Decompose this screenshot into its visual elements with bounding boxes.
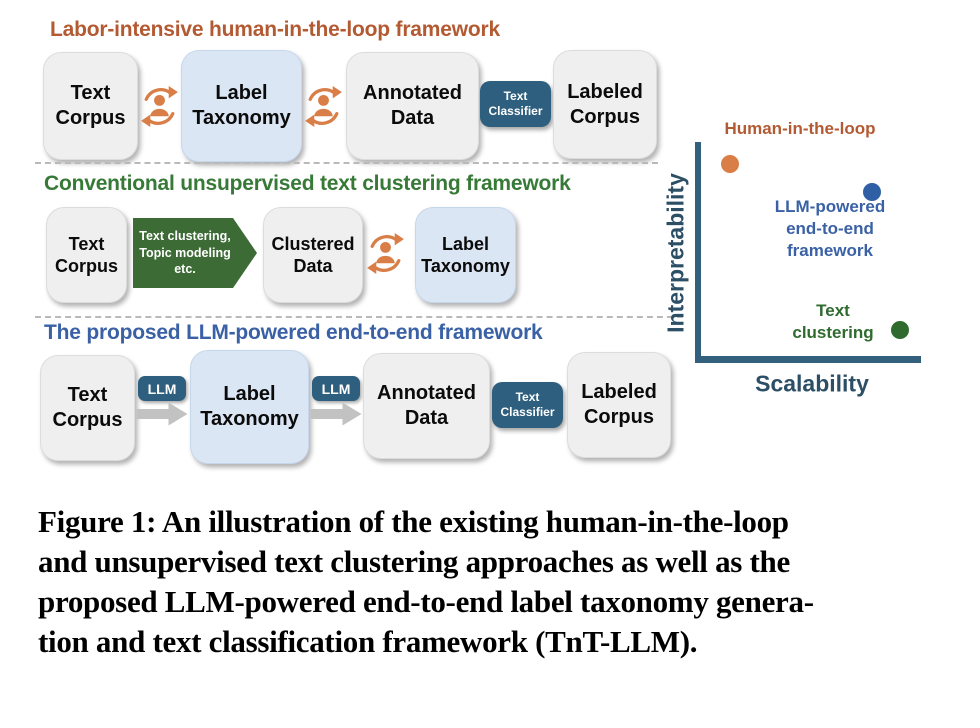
row3-label-taxonomy-box: Label Taxonomy	[190, 350, 309, 464]
y-axis-label: Interpretability	[662, 173, 689, 333]
right-arrow-icon	[136, 402, 188, 426]
row1-text-classifier-badge: Text Classifier	[480, 81, 551, 127]
clustering-arrow: Text clustering, Topic modeling etc.	[133, 218, 257, 288]
row3-text-corpus-box: Text Corpus	[40, 355, 135, 461]
caption-line: tion and text classification framework (…	[38, 624, 698, 659]
plot-point-label-text-clustering: Text clustering	[792, 300, 874, 342]
row3-title: The proposed LLM-powered end-to-end fram…	[44, 321, 543, 344]
human-in-the-loop-icon	[305, 86, 342, 127]
row2-title: Conventional unsupervised text clusterin…	[44, 172, 571, 195]
human-in-the-loop-icon	[141, 86, 178, 127]
row3-annotated-data-box: Annotated Data	[363, 353, 490, 459]
row1-label-taxonomy-box: Label Taxonomy	[181, 50, 302, 162]
row1-title: Labor-intensive human-in-the-loop framew…	[50, 18, 500, 41]
llm-badge: LLM	[138, 376, 186, 401]
human-in-the-loop-icon	[367, 233, 404, 274]
row2-text-corpus-box: Text Corpus	[46, 207, 127, 303]
row3-labeled-corpus-box: Labeled Corpus	[567, 352, 671, 458]
llm-badge: LLM	[312, 376, 360, 401]
caption-line: proposed LLM-powered end-to-end label ta…	[38, 584, 814, 619]
scatter-dot-human-in-the-loop	[721, 155, 739, 173]
divider	[35, 162, 658, 164]
chevron-arrow-icon	[133, 218, 257, 288]
row3-text-classifier-badge: Text Classifier	[492, 382, 563, 428]
scatter-dot-text-clustering	[891, 321, 909, 339]
plot-point-label-llm-framework: LLM-powered end-to-end framework	[774, 196, 886, 261]
caption-line: Figure 1: An illustration of the existin…	[38, 504, 789, 539]
plot-point-label-human-in-the-loop: Human-in-the-loop	[724, 118, 876, 138]
caption-line: and unsupervised text clustering approac…	[38, 544, 790, 579]
x-axis	[695, 356, 921, 363]
right-arrow-icon	[310, 402, 362, 426]
row1-text-corpus-box: Text Corpus	[43, 52, 138, 160]
row2-clustered-data-box: Clustered Data	[263, 207, 363, 303]
figure-caption: Figure 1: An illustration of the existin…	[38, 502, 958, 662]
clustering-arrow-label: Text clustering, Topic modeling etc.	[139, 228, 231, 277]
row2-label-taxonomy-box: Label Taxonomy	[415, 207, 516, 303]
divider	[35, 316, 683, 318]
row1-annotated-data-box: Annotated Data	[346, 52, 479, 160]
row1-labeled-corpus-box: Labeled Corpus	[553, 50, 657, 159]
y-axis	[695, 142, 701, 363]
x-axis-label: Scalability	[755, 370, 869, 397]
scatter-dot-llm-framework	[863, 183, 881, 201]
